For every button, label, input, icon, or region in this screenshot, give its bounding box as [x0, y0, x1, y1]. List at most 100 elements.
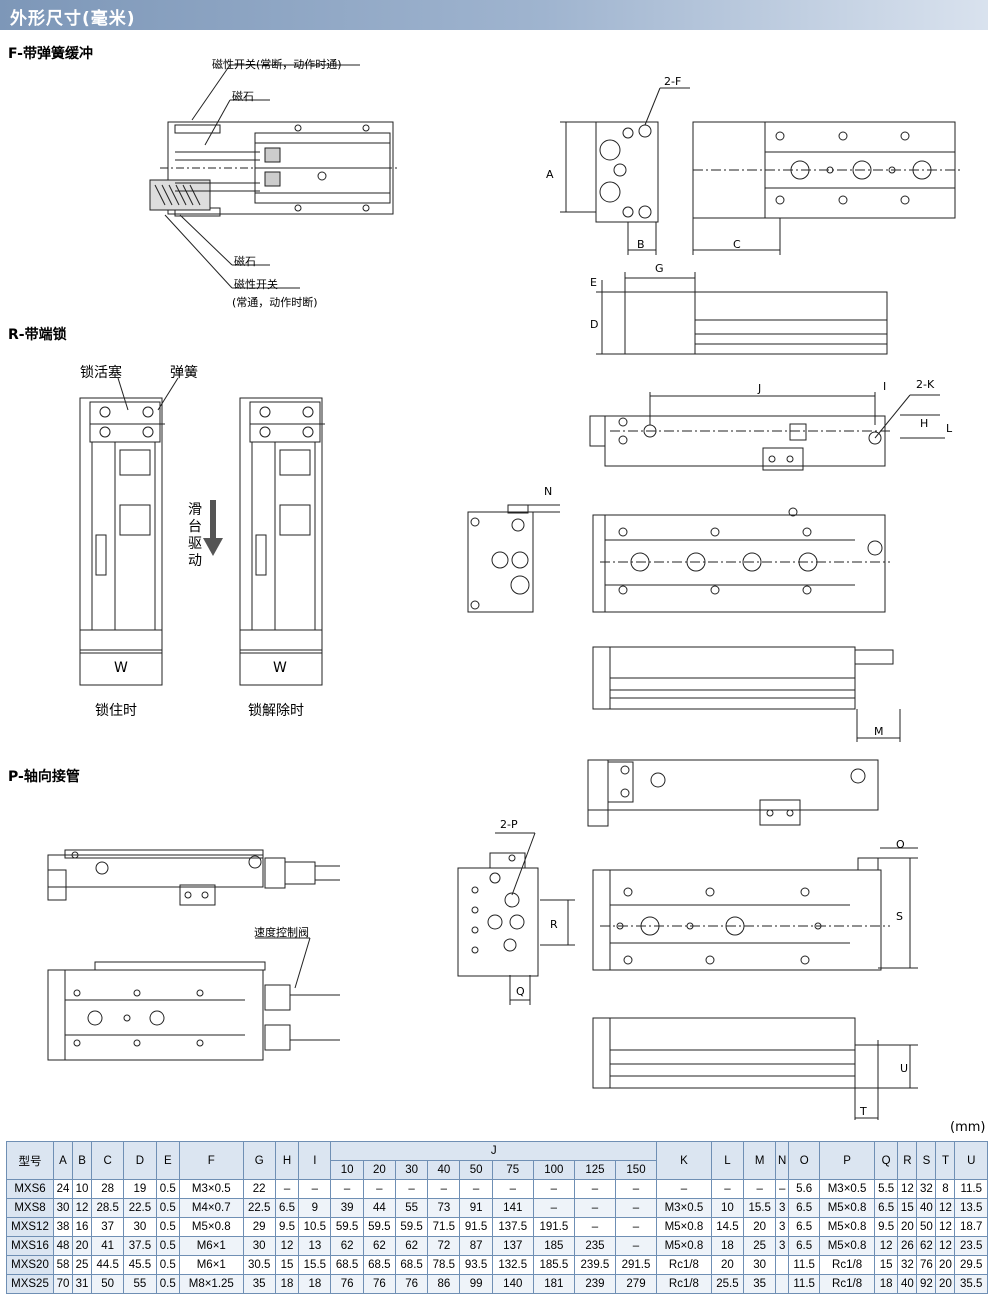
table-cell: 22.5: [242, 1198, 276, 1218]
label-slide-drive: 滑台驱动: [188, 502, 202, 569]
header-e: E: [155, 1141, 181, 1180]
cell-model: MXS8: [6, 1198, 54, 1218]
table-cell: 18.7: [954, 1217, 988, 1237]
side-view-4: [587, 759, 879, 827]
header-o: O: [788, 1141, 821, 1180]
label-magnet-bottom: 磁石: [234, 255, 256, 268]
cell-model: MXS16: [6, 1236, 54, 1256]
table-cell: –: [614, 1179, 658, 1199]
table-cell: 239.5: [573, 1255, 616, 1275]
table-cell: 0.5: [155, 1179, 181, 1199]
table-cell: 99: [459, 1274, 493, 1294]
table-cell: 55: [123, 1274, 157, 1294]
table-cell: M6×1: [179, 1236, 244, 1256]
table-cell: 3: [775, 1236, 790, 1256]
table-cell: Rc1/8: [656, 1255, 712, 1275]
header-l: L: [710, 1141, 745, 1180]
label-unlocked: 锁解除时: [248, 703, 304, 719]
header-u: U: [954, 1141, 988, 1180]
page-title: 外形尺寸(毫米): [10, 9, 136, 29]
header-q: Q: [873, 1141, 899, 1180]
side-view-2: [589, 392, 945, 471]
label-w-left: W: [114, 660, 128, 676]
table-cell: 239: [573, 1274, 616, 1294]
dim-2f: 2-F: [664, 75, 682, 88]
label-switch-top: 磁性开关(常断，动作时通): [212, 58, 342, 71]
table-cell: 20: [897, 1217, 918, 1237]
header-n: N: [775, 1141, 790, 1180]
end-view-3: [457, 832, 575, 1005]
table-cell: –: [330, 1179, 364, 1199]
dim-2k: 2-K: [916, 378, 935, 391]
table-cell: 35: [743, 1274, 777, 1294]
table-cell: –: [775, 1179, 790, 1199]
table-cell: –: [614, 1236, 658, 1256]
table-cell: 18: [873, 1274, 899, 1294]
table-cell: 9.5: [274, 1217, 300, 1237]
table-cell: 72: [427, 1236, 461, 1256]
table-cell: 191.5: [532, 1217, 575, 1237]
table-cell: 59.5: [362, 1217, 396, 1237]
table-cell: 70: [52, 1274, 74, 1294]
table-cell: 15.5: [298, 1255, 332, 1275]
table-cell: M3×0.5: [819, 1179, 875, 1199]
table-cell: 48: [52, 1236, 74, 1256]
table-cell: 59.5: [330, 1217, 364, 1237]
table-cell: 32: [897, 1255, 918, 1275]
table-cell: 26: [897, 1236, 918, 1256]
table-cell: 0.5: [155, 1255, 181, 1275]
side-view-5: [592, 1017, 918, 1120]
cell-model: MXS12: [6, 1217, 54, 1237]
table-cell: 137: [491, 1236, 534, 1256]
table-cell: –: [614, 1198, 658, 1218]
table-cell: 14.5: [710, 1217, 745, 1237]
top-view-1: [692, 121, 960, 255]
table-cell: 9.5: [873, 1217, 899, 1237]
header-j-100: 100: [532, 1160, 575, 1180]
dim-e: E: [590, 276, 597, 289]
table-cell: 91: [459, 1198, 493, 1218]
dim-j: J: [758, 382, 762, 395]
table-cell: Rc1/8: [819, 1255, 875, 1275]
table-cell: 18: [274, 1274, 300, 1294]
table-cell: 68.5: [394, 1255, 429, 1275]
table-cell: 13.5: [954, 1198, 988, 1218]
table-cell: 41: [91, 1236, 125, 1256]
dim-a: A: [546, 168, 554, 181]
table-cell: [775, 1274, 790, 1294]
table-cell: 62: [394, 1236, 429, 1256]
header-g: G: [242, 1141, 276, 1180]
table-cell: 15: [873, 1255, 899, 1275]
table-cell: –: [573, 1179, 616, 1199]
dim-d: D: [590, 318, 599, 331]
table-cell: 45.5: [123, 1255, 157, 1275]
dim-l: L: [946, 422, 953, 435]
table-cell: M8×1.25: [179, 1274, 244, 1294]
header-j-30: 30: [394, 1160, 429, 1180]
end-view-2: [467, 504, 560, 613]
table-cell: 15: [274, 1255, 300, 1275]
header-h: H: [274, 1141, 300, 1180]
table-cell: M4×0.7: [179, 1198, 244, 1218]
table-cell: 0.5: [155, 1217, 181, 1237]
table-cell: M3×0.5: [656, 1198, 712, 1218]
table-cell: 11.5: [788, 1255, 821, 1275]
table-cell: –: [394, 1179, 429, 1199]
table-cell: 6.5: [788, 1198, 821, 1218]
table-cell: M5×0.8: [656, 1236, 712, 1256]
table-cell: 40: [897, 1274, 918, 1294]
cell-model: MXS6: [6, 1179, 54, 1199]
table-cell: 13: [298, 1236, 332, 1256]
table-cell: 20: [710, 1255, 745, 1275]
table-cell: 92: [916, 1274, 937, 1294]
dim-m: M: [874, 725, 884, 738]
section-title-f: F-带弹簧缓冲: [8, 46, 93, 62]
table-cell: 38: [52, 1217, 74, 1237]
dim-2p: 2-P: [500, 818, 518, 831]
table-cell: 15: [897, 1198, 918, 1218]
table-cell: 62: [916, 1236, 937, 1256]
